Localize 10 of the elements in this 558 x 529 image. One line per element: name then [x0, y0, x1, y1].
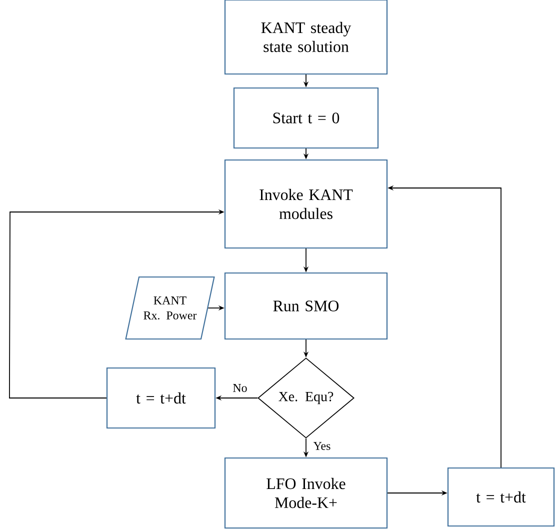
edge-label: No [232, 383, 248, 393]
process-box: t = t+dt [447, 467, 555, 527]
edge-label: Yes [312, 441, 332, 451]
process-box: LFO Invoke Mode-K+ [224, 457, 388, 529]
process-box: t = t+dt [106, 367, 216, 429]
process-box: Invoke KANT modules [224, 159, 388, 249]
input-parallelogram: KANT Rx. Power [125, 276, 215, 340]
process-box: Run SMO [224, 272, 388, 340]
process-box: KANT steady state solution [224, 0, 388, 75]
start-box: Start t = 0 [233, 87, 379, 149]
